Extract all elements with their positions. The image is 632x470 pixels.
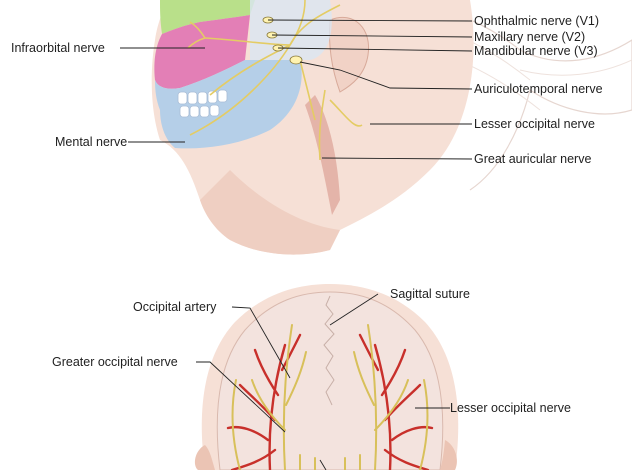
left-ear-back bbox=[194, 445, 215, 470]
label-sagittal-suture: Sagittal suture bbox=[390, 287, 470, 301]
label-ophthalmic-nerve: Ophthalmic nerve (V1) bbox=[474, 14, 600, 28]
label-great-auricular-nerve: Great auricular nerve bbox=[474, 152, 592, 166]
label-greater-occipital-nerve: Greater occipital nerve bbox=[52, 355, 178, 369]
neck-shade bbox=[200, 170, 340, 255]
leader-lines-top bbox=[120, 19, 473, 160]
label-occipital-artery: Occipital artery bbox=[133, 300, 217, 314]
occipital-nerves bbox=[231, 324, 429, 470]
occipital-arteries bbox=[226, 333, 434, 470]
leader-lines-bottom bbox=[196, 293, 450, 470]
label-mandibular-nerve: Mandibular nerve (V3) bbox=[474, 44, 598, 58]
neck-muscle bbox=[305, 95, 340, 215]
label-mental-nerve: Mental nerve bbox=[55, 135, 128, 149]
posterior-head-view bbox=[194, 284, 459, 470]
label-lesser-occipital-nerve-top: Lesser occipital nerve bbox=[474, 117, 595, 131]
sagittal-suture bbox=[323, 295, 335, 406]
label-infraorbital-nerve: Infraorbital nerve bbox=[11, 41, 105, 55]
label-auriculotemporal-nerve: Auriculotemporal nerve bbox=[474, 82, 603, 96]
back-skull bbox=[216, 291, 444, 470]
teeth bbox=[177, 89, 228, 118]
v2-region bbox=[154, 15, 250, 89]
label-lesser-occipital-nerve-bottom: Lesser occipital nerve bbox=[450, 401, 571, 415]
label-maxillary-nerve: Maxillary nerve (V2) bbox=[474, 30, 586, 44]
right-ear-back bbox=[440, 440, 457, 470]
lateral-head-view bbox=[120, 0, 632, 255]
skull-overlay bbox=[250, 0, 332, 60]
v1-region bbox=[160, 0, 255, 34]
v3-region bbox=[155, 60, 302, 149]
